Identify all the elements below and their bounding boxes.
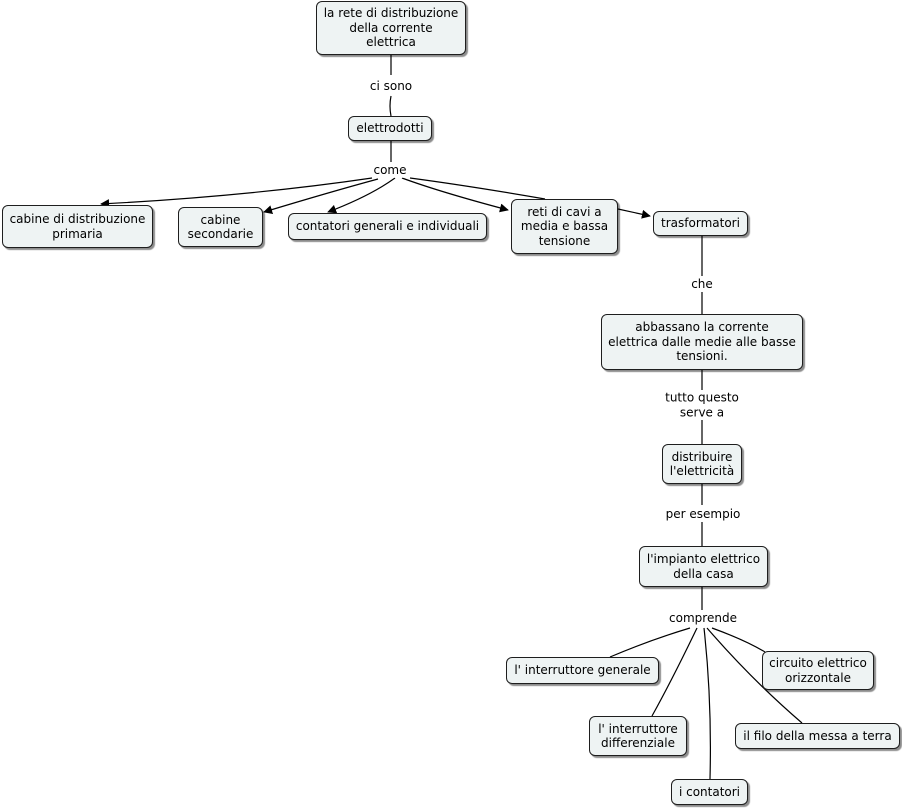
node-elettrodotti[interactable]: elettrodotti (348, 116, 432, 141)
node-circuito-orizzontale[interactable]: circuito elettrico orizzontale (762, 651, 874, 690)
node-contatori[interactable]: i contatori (671, 779, 748, 805)
arrow-reti-trasformatori (617, 208, 651, 219)
node-cabine-primaria[interactable]: cabine di distribuzione primaria (2, 205, 153, 248)
node-filo-terra[interactable]: il filo della messa a terra (735, 723, 900, 749)
connector-come-reti-cavi-top (409, 177, 546, 200)
node-root[interactable]: la rete di distribuzione della corrente … (316, 1, 466, 55)
node-abbassano[interactable]: abbassano la corrente elettrica dalle me… (601, 314, 803, 370)
node-reti-cavi[interactable]: reti di cavi a media e bassa tensione (511, 199, 618, 254)
node-interruttore-generale[interactable]: l' interruttore generale (506, 657, 659, 684)
node-cabine-secondarie[interactable]: cabine secondarie (178, 207, 263, 247)
link-label-comprende: comprende (668, 610, 738, 626)
arrow-come-reti-cavi (401, 177, 509, 213)
arrow-come-cabine-primaria (100, 177, 373, 209)
connector-comprende-interruttore-generale (609, 627, 691, 658)
node-distribuire[interactable]: distribuire l'elettricità (662, 444, 742, 484)
node-trasformatori[interactable]: trasformatori (653, 211, 748, 236)
link-label-per-esempio: per esempio (664, 506, 742, 522)
connector-comprende-circuito (711, 627, 766, 653)
connector-comprende-interruttore-diff (651, 627, 698, 717)
link-label-ci-sono: ci sono (368, 78, 414, 94)
arrow-come-cabine-secondarie (263, 178, 379, 214)
arrow-come-contatori-generali (327, 177, 396, 214)
link-label-tutto-questo: tutto questo serve a (664, 390, 740, 420)
node-interruttore-differenziale[interactable]: l' interruttore differenziale (589, 716, 687, 756)
node-contatori-generali[interactable]: contatori generali e individuali (288, 213, 487, 240)
link-label-come: come (372, 162, 408, 178)
connector-comprende-filo-terra (706, 627, 803, 724)
link-label-che: che (690, 276, 714, 292)
connector-cisono-elettrodotti (389, 95, 392, 117)
connector-comprende-contatori (703, 627, 711, 780)
node-impianto[interactable]: l'impianto elettrico della casa (639, 546, 768, 587)
